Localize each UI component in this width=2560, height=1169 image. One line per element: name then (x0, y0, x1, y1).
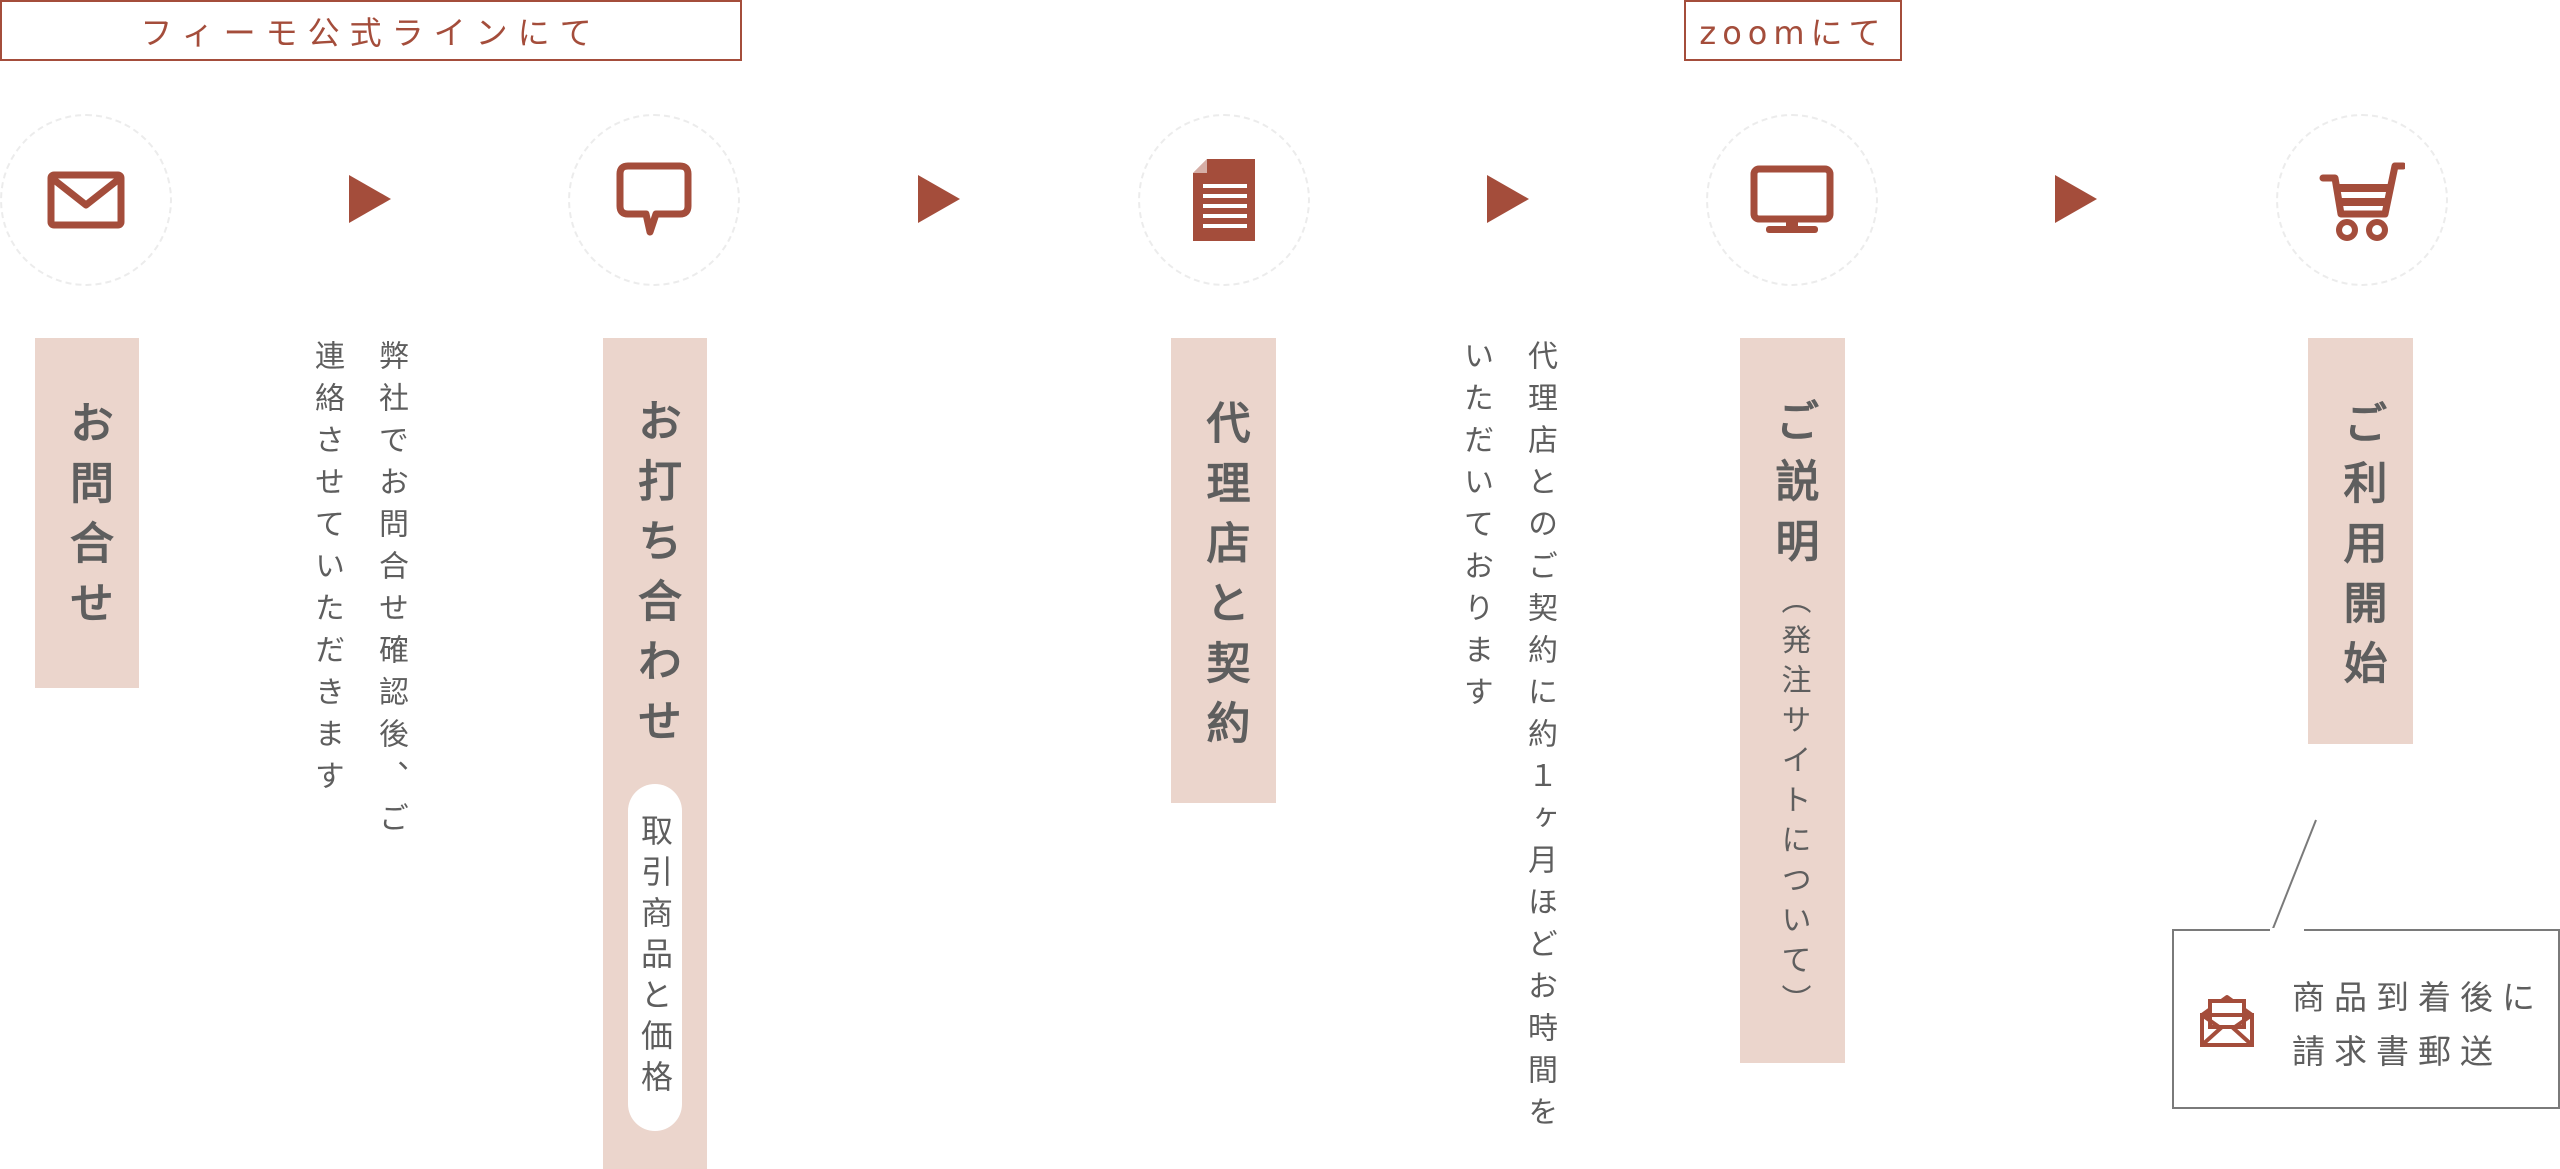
callout-line-1: 商品到着後に (2292, 978, 2544, 1017)
open-envelope-icon (2200, 995, 2254, 1047)
step-2-icon-circle (568, 114, 740, 286)
zoom-tag: zoomにて (1684, 0, 1902, 61)
step-1-description: 弊社でお問合せ確認後、ご連絡させていただきます (309, 340, 408, 844)
invoice-callout: 商品到着後に 請求書郵送 (2172, 929, 2560, 1109)
step-2-topic-pill: 取引商品と価格 (628, 784, 682, 1131)
step-3-icon-circle (1138, 114, 1310, 286)
line-tag: フィーモ公式ラインにて (0, 0, 742, 61)
flow-arrow-1 (349, 175, 391, 223)
speech-bubble-icon (616, 162, 692, 236)
step-3-description: 代理店とのご契約に約１ヶ月ほどお時間をいただいております (1458, 340, 1557, 1138)
monitor-icon (1750, 165, 1834, 233)
step-5-title: ご利用開始 (2335, 400, 2387, 700)
step-2-title: お打ち合わせ (630, 398, 681, 758)
step-5-icon-circle (2276, 114, 2448, 286)
shopping-cart-icon (2319, 162, 2405, 241)
step-1-title: お問合せ (62, 400, 113, 640)
flow-arrow-3 (1487, 175, 1529, 223)
envelope-icon (47, 171, 125, 229)
step-4-icon-circle (1706, 114, 1878, 286)
step-2-title-box: お打ち合わせ 取引商品と価格 (603, 338, 707, 1169)
callout-line-2: 請求書郵送 (2292, 1032, 2502, 1071)
step-4-title-note: （発注サイトについて） (1775, 584, 1811, 1024)
step-1-title-box: お問合せ (35, 338, 139, 688)
step-1-icon-circle (0, 114, 172, 286)
document-icon (1193, 159, 1255, 241)
step-4-title: ご説明 (1767, 398, 1819, 578)
step-4-title-box: ご説明 （発注サイトについて） (1740, 338, 1845, 1063)
flow-arrow-2 (918, 175, 960, 223)
step-2-topic-text: 取引商品と価格 (636, 814, 674, 1101)
flow-arrow-4 (2055, 175, 2097, 223)
callout-text: 商品到着後に 請求書郵送 (2292, 971, 2544, 1079)
step-5-title-box: ご利用開始 (2308, 338, 2413, 744)
step-3-title: 代理店と契約 (1198, 400, 1250, 760)
step-3-title-box: 代理店と契約 (1171, 338, 1276, 803)
